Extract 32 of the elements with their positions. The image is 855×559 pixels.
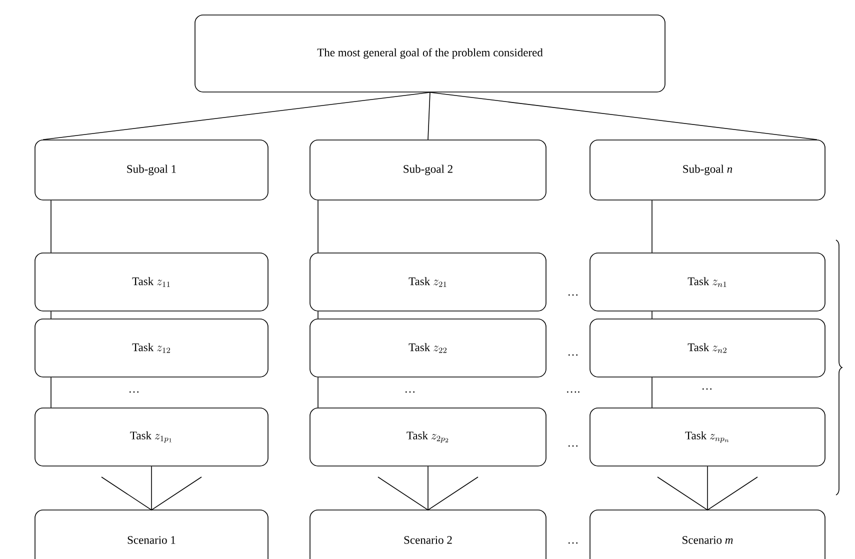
connector-line [430,92,818,140]
task-box: $\text{Task }z_{11}$ [34,252,268,312]
ellipsis: … [568,294,578,296]
sub-goal-box: Sub-goal 2 [310,140,546,200]
task-box: $\text{Task }z_{22}$ [310,318,546,378]
task-box: $\text{Task }z_{21}$ [310,252,546,312]
scenario-box: Scenario 2 [310,510,546,559]
connector-line [50,377,52,408]
sub-goal-box: Sub-goal n [590,140,826,200]
connector-line [42,92,430,140]
ellipsis: … [568,542,578,544]
ellipsis: … [129,391,139,393]
ellipsis: … [702,388,712,390]
ellipsis: … [568,354,578,356]
task-box: $\text{Task }z_{1p_1}$ [34,408,268,466]
ellipsis: …. [567,391,580,393]
task-box: $\text{Task }z_{12}$ [34,318,268,378]
goal-box: The most general goal of the problem considered [194,14,666,92]
connector-line [428,92,430,140]
connector-line [50,200,52,253]
connector-line [151,466,152,510]
task-box: $\text{Task }z_{2p_2}$ [310,408,546,466]
ellipsis: … [568,445,578,447]
connector-line [50,311,52,319]
task-box: $\text{Task }z_{n1}$ [590,252,826,312]
task-box: $\text{Task }z_{np_n}$ [590,408,826,466]
scenario-box: Scenario m [590,510,826,559]
task-box: $\text{Task }z_{n2}$ [590,318,826,378]
sub-goal-box: Sub-goal 1 [34,140,268,200]
ellipsis: … [405,391,415,393]
scenario-box: Scenario 1 [34,510,268,559]
connector-line [707,466,708,510]
